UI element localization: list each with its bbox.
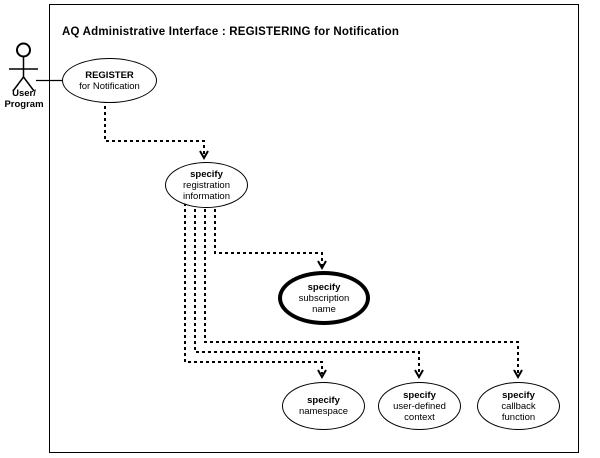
usecase-register-line1: REGISTER: [85, 69, 134, 81]
arrowhead-registration-info: [199, 150, 209, 161]
arrowhead-subscription-name: [317, 260, 327, 271]
usecase-namespace-line2: namespace: [298, 406, 349, 417]
actor-figure: [9, 42, 38, 92]
usecase-subscription-name-line3: name: [312, 303, 336, 315]
actor-label-line2: Program: [4, 99, 44, 110]
usecase-registration-info-line1: specify: [190, 168, 223, 180]
usecase-namespace: specify namespace: [282, 382, 365, 430]
arrowhead-user-defined-context: [414, 369, 424, 380]
actor-leg-right: [22, 76, 35, 92]
edge-register-to-registration-info: [104, 100, 205, 156]
actor-label: User/ Program: [0, 88, 48, 110]
actor-leg-left: [12, 76, 25, 92]
usecase-callback-function-line1: specify: [502, 389, 535, 401]
usecase-user-defined-context: specify user-defined context: [378, 382, 461, 430]
usecase-registration-info: specify registration information: [165, 162, 248, 208]
usecase-callback-function: specify callback function: [477, 382, 560, 430]
edge-registration-info-to-subscription-name: [214, 203, 323, 266]
usecase-subscription-name-line1: specify: [307, 281, 341, 293]
arrowhead-callback-function: [513, 369, 523, 380]
usecase-callback-function-line2: callback: [501, 400, 536, 412]
usecase-subscription-name: specify subscription name: [278, 271, 370, 325]
diagram-title: AQ Administrative Interface : REGISTERIN…: [62, 26, 400, 38]
usecase-user-defined-context-line3: context: [404, 411, 435, 423]
usecase-user-defined-context-line2: user-defined: [393, 400, 446, 412]
diagram-border-frame: [49, 4, 579, 453]
edge-registration-info-to-user-defined-context: [194, 203, 420, 374]
edge-registration-info-to-namespace: [184, 203, 323, 374]
arrowhead-namespace: [317, 369, 327, 380]
usecase-register: REGISTER for Notification: [62, 58, 157, 103]
usecase-register-line2: for Notification: [79, 80, 140, 92]
usecase-namespace-line1: specify: [307, 395, 340, 406]
actor-head: [16, 42, 31, 58]
edge-registration-info-to-callback-function: [204, 203, 519, 374]
usecase-user-defined-context-line1: specify: [403, 389, 436, 401]
usecase-callback-function-line3: function: [501, 411, 536, 423]
usecase-registration-info-line2: registration: [183, 179, 230, 191]
actor-label-line1: User/: [12, 88, 36, 99]
usecase-registration-info-line3: information: [183, 190, 230, 202]
usecase-subscription-name-line2: subscription: [298, 292, 350, 304]
